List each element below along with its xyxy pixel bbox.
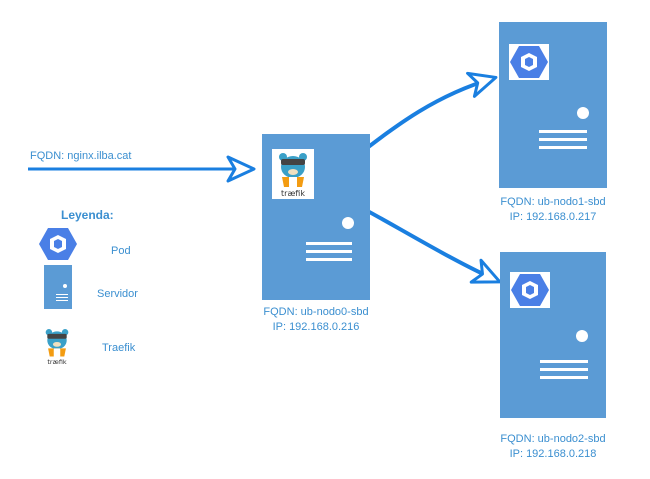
legend-title: Leyenda:: [61, 208, 114, 222]
nodo2-fqdn: FQDN: ub-nodo2-sbd: [500, 433, 606, 445]
server-nodo1: [499, 22, 607, 188]
pod-icon-nodo2: [510, 272, 550, 308]
pod-icon-nodo1: [509, 44, 549, 80]
nodo0-fqdn: FQDN: ub-nodo0-sbd: [263, 306, 369, 318]
nodo1-label: FQDN: ub-nodo1-sbd IP: 192.168.0.217: [473, 195, 633, 225]
server-nodo2: [500, 252, 606, 418]
nodo2-label: FQDN: ub-nodo2-sbd IP: 192.168.0.218: [473, 432, 633, 462]
nodo2-ip: IP: 192.168.0.218: [509, 448, 597, 460]
legend-traefik-icon: træfik: [40, 323, 74, 369]
nodo1-ip: IP: 192.168.0.217: [509, 211, 597, 223]
legend-pod-label: Pod: [111, 245, 131, 257]
legend-traefik-label: Traefik: [102, 342, 136, 354]
legend-pod-icon: [38, 226, 78, 262]
server-nodo0: træfik: [262, 134, 370, 300]
nodo1-fqdn: FQDN: ub-nodo1-sbd: [500, 196, 606, 208]
legend-traefik-logo-text: træfik: [47, 358, 67, 366]
traefik-icon: træfik: [272, 149, 314, 199]
nodo0-label: FQDN: ub-nodo0-sbd IP: 192.168.0.216: [236, 305, 396, 335]
legend-server-icon: [44, 265, 72, 309]
incoming-fqdn-label: FQDN: nginx.ilba.cat: [30, 150, 132, 162]
nodo0-ip: IP: 192.168.0.216: [272, 321, 360, 333]
legend-server-label: Servidor: [97, 288, 138, 300]
traefik-logo-text: træfik: [281, 189, 305, 198]
